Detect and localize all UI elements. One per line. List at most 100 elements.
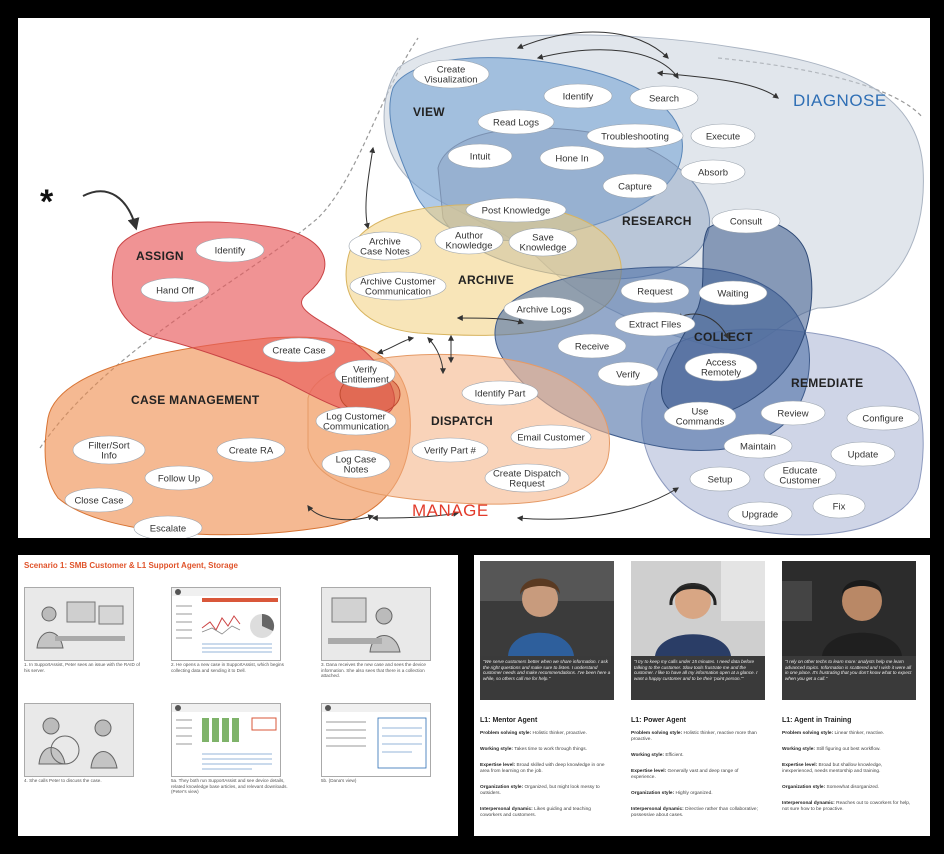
verb-label: Review [777, 409, 808, 420]
verb-label: Request [509, 479, 545, 490]
persona-attr-organization: Organization style: Organized, but might… [480, 785, 600, 796]
scenario-storyboard: Scenario 1: SMB Customer & L1 Support Ag… [18, 555, 458, 836]
verb-execute: Execute [690, 123, 756, 149]
verb-update: Update [830, 441, 896, 467]
storyboard-caption-6: 5b. (Dana's view) [321, 778, 357, 783]
verb-label: Customer [779, 476, 820, 487]
verb-label: Log Case [336, 455, 377, 466]
verb-archive-logs: Archive Logs [503, 296, 585, 322]
zone-case-management-label: CASE MANAGEMENT [131, 393, 260, 407]
persona-photo [631, 561, 765, 656]
storyboard-caption-5: 5a. They both run SupportAssist and see … [171, 778, 288, 795]
verb-label: Escalate [150, 524, 186, 535]
verb-label: Read Logs [493, 118, 539, 129]
verb-verify: Verify [597, 361, 659, 387]
persona-quote: "I rely on other techs to learn more: an… [782, 656, 916, 700]
storyboard-panel-2 [171, 587, 281, 661]
verb-request: Request [620, 278, 690, 304]
persona-attr-problem-solving: Problem solving style: Linear thinker, r… [782, 731, 885, 736]
storyboard-caption-4: 4. She calls Peter to discuss the case. [24, 778, 102, 783]
persona-attr-problem-solving: Problem solving style: Holistic thinker,… [480, 731, 587, 736]
persona-attr-interpersonal: Interpersonal dynamic: Directive rather … [631, 807, 758, 818]
zone-view-label: VIEW [413, 105, 445, 119]
verb-label: Commands [676, 417, 725, 428]
verb-label: Communication [323, 422, 389, 433]
persona-attr-working-style: Working style: Takes time to work throug… [480, 747, 588, 752]
verb-create-ra: Create RA [216, 437, 286, 463]
verb-label: Maintain [740, 442, 776, 453]
storyboard-caption-2: 2. He opens a new case in SupportAssist,… [171, 662, 284, 673]
verb-label: Notes [344, 465, 369, 476]
verb-intuit: Intuit [447, 143, 513, 169]
verb-label: Troubleshooting [601, 132, 669, 143]
verb-label: Knowledge [519, 243, 566, 254]
verb-search: Search [629, 85, 699, 111]
persona-photo [480, 561, 614, 656]
zone-assign-label: ASSIGN [136, 249, 184, 263]
connector-arrows [307, 31, 779, 522]
verb-label: Identify [215, 246, 246, 257]
verb-escalate: Escalate [133, 515, 203, 538]
verb-read-logs: Read Logs [477, 109, 555, 135]
persona-attr-working-style: Working style: Efficient. [631, 753, 684, 758]
scenario-title: Scenario 1: SMB Customer & L1 Support Ag… [24, 561, 238, 570]
zone-dispatch-label: DISPATCH [431, 414, 493, 428]
verb-post-knowledge: Post Knowledge [465, 197, 567, 223]
storyboard-caption-1: 1. In SupportAssist, Peter sees an issue… [24, 662, 140, 673]
verb-label: Log Customer [326, 412, 386, 423]
verb-label: Configure [862, 414, 903, 425]
verb-label: Visualization [424, 75, 477, 86]
verb-extract-files: Extract Files [614, 311, 696, 337]
verb-fix: Fix [812, 493, 866, 519]
verb-create-case: Create Case [262, 337, 336, 363]
verb-label: Archive Customer [360, 277, 436, 288]
verb-setup: Setup [689, 466, 751, 492]
persona-attr-organization: Organization style: Somewhat disorganize… [782, 785, 880, 790]
persona-title: L1: Mentor Agent [480, 717, 538, 724]
verb-label: Request [637, 287, 673, 298]
view-region [389, 57, 683, 242]
verb-configure: Configure [846, 405, 920, 431]
verb-email-customer: Email Customer [510, 424, 592, 450]
verb-label: Entitlement [341, 375, 389, 386]
verb-label: Create Case [272, 346, 325, 357]
verb-label: Intuit [470, 152, 491, 163]
verb-label: Archive [369, 237, 401, 248]
zone-diagnose-label: DIAGNOSE [793, 91, 887, 110]
verb-label: Follow Up [158, 474, 200, 485]
verb-label: Hone In [555, 154, 588, 165]
persona-attr-expertise: Expertise level: Broad skilled with deep… [480, 763, 605, 774]
zone-research-label: RESEARCH [622, 214, 692, 228]
persona-attr-expertise: Expertise level: Broad but shallow knowl… [782, 763, 883, 774]
zone-remediate-label: REMEDIATE [791, 376, 863, 390]
persona-quote: "I try to keep my calls under 15 minutes… [631, 656, 765, 700]
verb-label: Close Case [74, 496, 123, 507]
start-asterisk-icon: * [40, 183, 54, 221]
verb-label: Knowledge [445, 241, 492, 252]
verb-label: Post Knowledge [482, 206, 551, 217]
verb-verify-part: Verify Part # [411, 437, 489, 463]
verb-label: Create [437, 65, 466, 76]
verb-identify-part: Identify Part [461, 380, 539, 406]
verb-label: Waiting [717, 289, 748, 300]
persona-attr-organization: Organization style: Highly organized. [631, 791, 713, 796]
verb-receive: Receive [557, 333, 627, 359]
verb-label: Consult [730, 217, 763, 228]
verb-label: Author [455, 231, 483, 242]
persona-title: L1: Agent in Training [782, 717, 852, 724]
storyboard-panel-5 [171, 703, 281, 777]
verb-waiting: Waiting [698, 280, 768, 306]
verb-label: Identify Part [475, 389, 526, 400]
verb-consult: Consult [711, 208, 781, 234]
verb-label: Access [706, 358, 737, 369]
zone-archive-label: ARCHIVE [458, 273, 514, 287]
